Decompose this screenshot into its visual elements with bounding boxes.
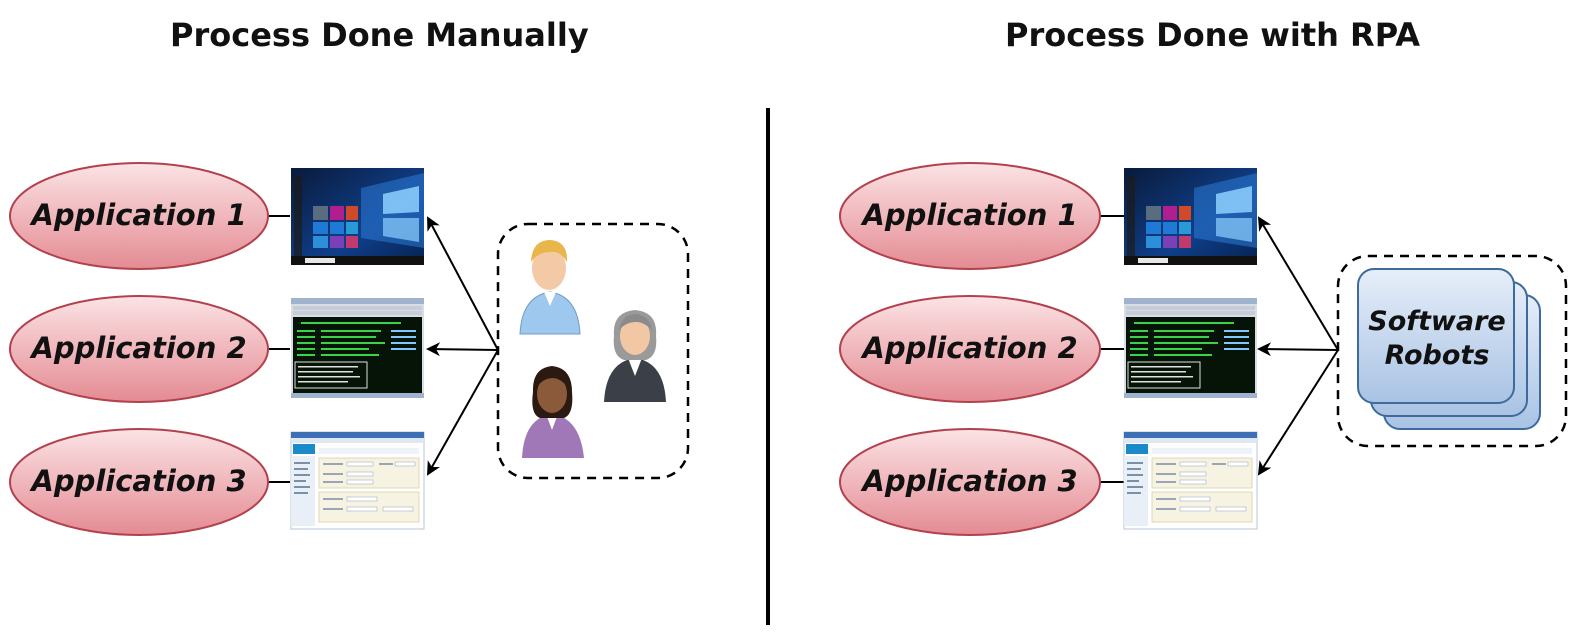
right-panel bbox=[839, 162, 1568, 536]
windows-desktop-icon bbox=[291, 168, 424, 265]
robot-arrow-to-app-1 bbox=[1257, 216, 1339, 351]
left-app-3-label: Application 3 bbox=[31, 464, 247, 498]
right-app-1-ellipse bbox=[839, 162, 1101, 270]
software-robots-box bbox=[1336, 254, 1568, 448]
arrow-to-app-2 bbox=[426, 342, 499, 357]
right-app-2-label: Application 2 bbox=[862, 331, 1078, 365]
right-app-1-label: Application 1 bbox=[862, 198, 1078, 232]
right-panel-title: Process Done with RPA bbox=[1005, 16, 1420, 54]
right-app-2-ellipse bbox=[839, 295, 1101, 403]
left-app-2-label: Application 2 bbox=[31, 331, 247, 365]
users-group-icon bbox=[519, 240, 666, 458]
terminal-screen-icon bbox=[1123, 297, 1258, 399]
web-app-screen-icon bbox=[1123, 431, 1258, 530]
software-robots-label: Software Robots bbox=[1362, 305, 1512, 373]
robot-arrow-to-app-2 bbox=[1257, 342, 1339, 357]
terminal-screen-icon bbox=[290, 297, 425, 399]
software-robots-line1: Software bbox=[1368, 306, 1506, 337]
left-app-1-label: Application 1 bbox=[31, 198, 247, 232]
left-app-1-ellipse bbox=[9, 162, 269, 270]
arrow-to-app-3 bbox=[427, 349, 499, 476]
right-app-3-ellipse bbox=[839, 428, 1101, 536]
web-app-screen-icon bbox=[290, 431, 425, 530]
left-app-3-ellipse bbox=[9, 428, 269, 536]
right-app-3-label: Application 3 bbox=[862, 464, 1078, 498]
users-group-box bbox=[496, 222, 690, 480]
software-robots-stack bbox=[1357, 268, 1541, 430]
left-app-2-ellipse bbox=[9, 295, 269, 403]
left-panel-title: Process Done Manually bbox=[170, 16, 589, 54]
windows-desktop-icon bbox=[1124, 168, 1257, 265]
software-robots-line2: Robots bbox=[1384, 340, 1490, 371]
robot-arrow-to-app-3 bbox=[1257, 349, 1339, 476]
arrow-to-app-1 bbox=[427, 216, 499, 351]
left-panel bbox=[9, 162, 690, 536]
